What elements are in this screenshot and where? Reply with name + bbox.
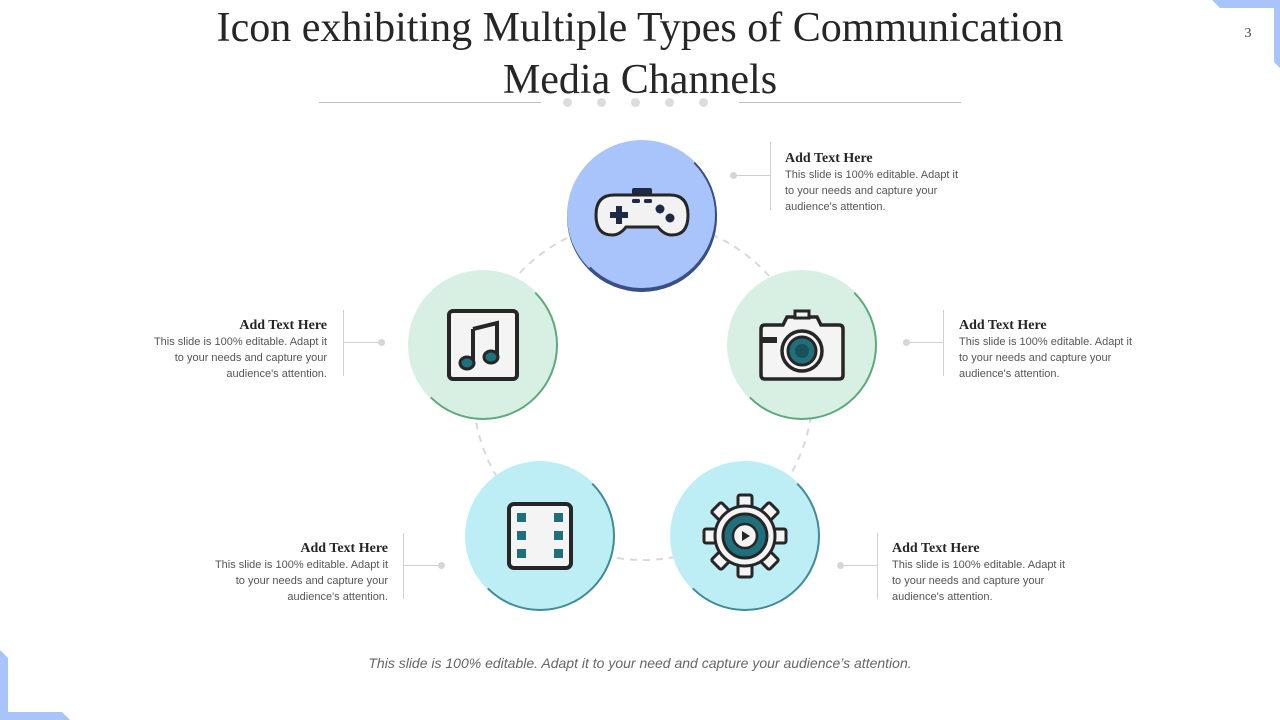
item-line: This slide is 100% editable. Adapt it <box>153 336 327 348</box>
camera-icon <box>759 309 845 381</box>
divider-dot <box>597 98 606 107</box>
text-block-camera: Add Text Here This slide is 100% editabl… <box>959 317 1159 382</box>
item-heading: Add Text Here <box>785 151 873 166</box>
film-strip-icon <box>507 502 573 570</box>
item-line: audience's attention. <box>226 368 327 380</box>
music-circle <box>408 270 558 420</box>
connector-line <box>730 172 771 179</box>
connector-dot <box>730 172 737 179</box>
connector-dot <box>378 339 385 346</box>
connector-line <box>837 562 878 569</box>
text-bracket <box>343 310 344 376</box>
connector-line <box>404 562 445 569</box>
corner-accent-top-right <box>1212 0 1280 68</box>
footer-note: This slide is 100% editable. Adapt it to… <box>368 655 912 671</box>
text-bracket <box>943 310 944 376</box>
slide-title: Icon exhibiting Multiple Types of Commun… <box>140 2 1140 106</box>
connector-dot <box>438 562 445 569</box>
item-line: to your needs and capture your <box>892 575 1045 587</box>
connector-dot <box>903 339 910 346</box>
text-bracket <box>877 533 878 599</box>
title-line-2: Media Channels <box>502 57 778 103</box>
item-line: audience's attention. <box>785 201 886 213</box>
item-line: This slide is 100% editable. Adapt it <box>214 559 388 571</box>
gamepad-icon <box>594 188 690 237</box>
text-bracket <box>403 533 404 599</box>
item-line: This slide is 100% editable. Adapt it <box>959 336 1133 348</box>
text-bracket <box>770 142 771 210</box>
item-line: to your needs and capture your <box>785 185 938 197</box>
item-line: This slide is 100% editable. Adapt it <box>785 169 959 181</box>
item-heading: Add Text Here <box>300 541 388 556</box>
text-block-gamepad: Add Text Here This slide is 100% editabl… <box>785 150 985 215</box>
connector-dot <box>837 562 844 569</box>
gamepad-circle <box>567 140 717 290</box>
item-line: audience's attention. <box>892 591 993 603</box>
title-line-1: Icon exhibiting Multiple Types of Commun… <box>216 5 1064 51</box>
video-gear-circle <box>670 461 820 611</box>
item-heading: Add Text Here <box>239 318 327 333</box>
music-note-icon <box>447 309 519 381</box>
item-line: to your needs and capture your <box>959 352 1112 364</box>
text-block-video: Add Text Here This slide is 100% editabl… <box>892 540 1092 605</box>
divider-dot <box>665 98 674 107</box>
item-heading: Add Text Here <box>959 318 1047 333</box>
page-number: 3 <box>1244 26 1252 41</box>
divider-dot <box>563 98 572 107</box>
title-divider-right <box>739 102 961 103</box>
item-line: This slide is 100% editable. Adapt it <box>892 559 1066 571</box>
item-line: to your needs and capture your <box>174 352 327 364</box>
title-divider-left <box>319 102 541 103</box>
item-line: audience's attention. <box>959 368 1060 380</box>
divider-dot <box>699 98 708 107</box>
camera-circle <box>727 270 877 420</box>
connector-line <box>344 339 385 346</box>
item-heading: Add Text Here <box>892 541 980 556</box>
text-block-film: Add Text Here This slide is 100% editabl… <box>188 540 388 605</box>
video-gear-icon <box>702 493 788 579</box>
film-strip-circle <box>465 461 615 611</box>
item-line: to your needs and capture your <box>235 575 388 587</box>
corner-accent-bottom-left <box>0 650 70 720</box>
connector-line <box>903 339 944 346</box>
divider-dot <box>631 98 640 107</box>
text-block-music: Add Text Here This slide is 100% editabl… <box>127 317 327 382</box>
item-line: audience's attention. <box>287 591 388 603</box>
